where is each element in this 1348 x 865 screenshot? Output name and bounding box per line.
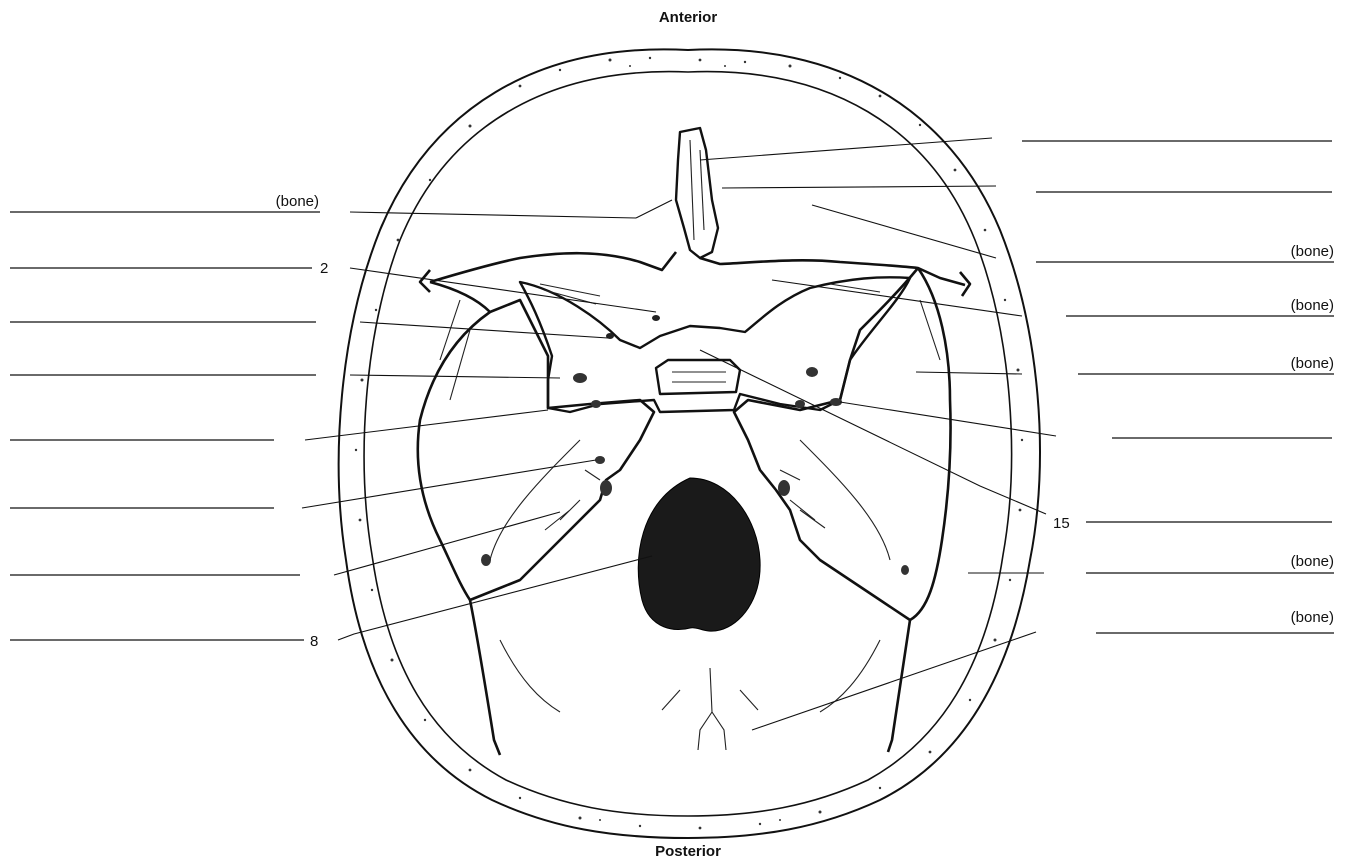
number-15: 15 bbox=[1053, 515, 1070, 532]
number-8: 8 bbox=[310, 633, 318, 650]
bone-label-left: (bone) bbox=[276, 193, 319, 210]
right-answer-lines bbox=[1022, 141, 1334, 633]
bone-label-right-4: (bone) bbox=[1291, 553, 1334, 570]
bone-label-right-5: (bone) bbox=[1291, 609, 1334, 626]
posterior-label: Posterior bbox=[655, 843, 721, 860]
crista-galli bbox=[676, 128, 718, 258]
bone-label-right-2: (bone) bbox=[1291, 297, 1334, 314]
foramen-magnum bbox=[638, 478, 760, 631]
bone-label-right-1: (bone) bbox=[1291, 243, 1334, 260]
anterior-label: Anterior bbox=[659, 9, 718, 26]
leader-lines bbox=[302, 138, 1056, 730]
bone-label-right-3: (bone) bbox=[1291, 355, 1334, 372]
number-2: 2 bbox=[320, 260, 328, 277]
left-answer-lines bbox=[10, 212, 320, 640]
